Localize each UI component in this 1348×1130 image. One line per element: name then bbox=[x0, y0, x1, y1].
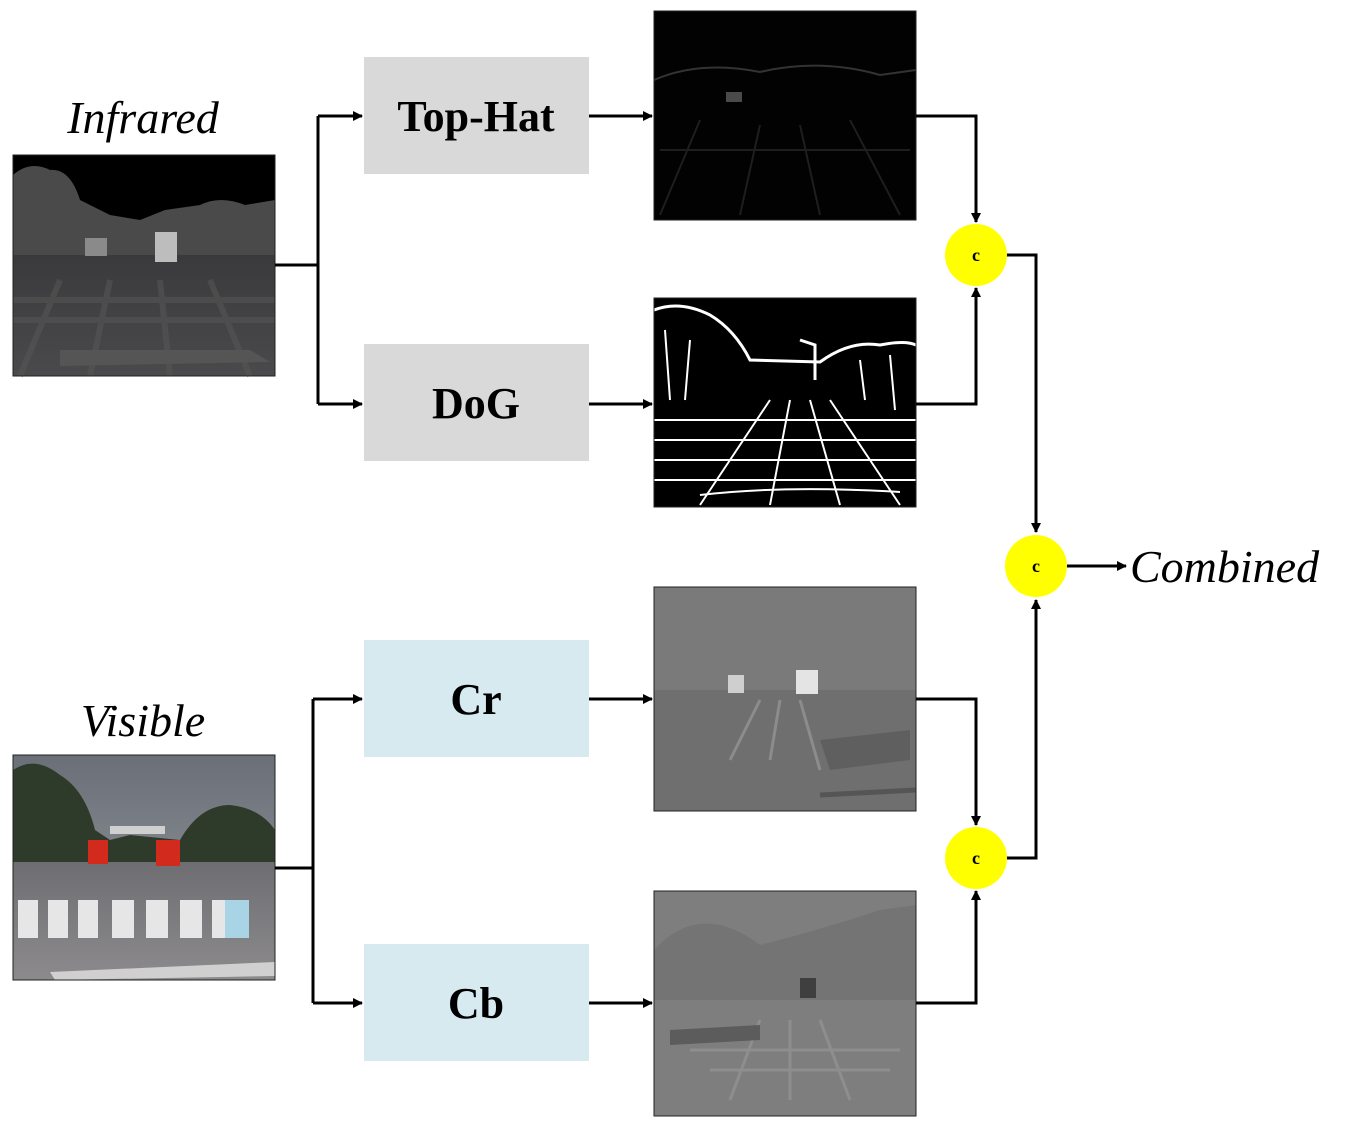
infrared-label: Infrared bbox=[66, 92, 220, 143]
tophat-box: Top-Hat bbox=[364, 57, 589, 174]
tophat-label: Top-Hat bbox=[397, 92, 555, 141]
concat-node-final: c bbox=[1005, 535, 1067, 597]
concat-node-visible: c bbox=[945, 827, 1007, 889]
cb-label: Cb bbox=[448, 979, 504, 1028]
combined-label: Combined bbox=[1130, 541, 1320, 592]
cb-box: Cb bbox=[364, 944, 589, 1061]
concat-symbol: c bbox=[972, 848, 980, 868]
concat-symbol: c bbox=[1032, 556, 1040, 576]
infrared-road-scene-image bbox=[12, 154, 276, 378]
tophat-result-image bbox=[653, 10, 917, 221]
cb-channel-image bbox=[653, 890, 917, 1117]
dog-label: DoG bbox=[432, 379, 520, 428]
concat-node-infrared: c bbox=[945, 224, 1007, 286]
concat-symbol: c bbox=[972, 245, 980, 265]
dog-edge-map-image bbox=[653, 297, 917, 508]
dog-box: DoG bbox=[364, 344, 589, 461]
cr-channel-image bbox=[653, 586, 917, 812]
connector-lines bbox=[275, 111, 1127, 1008]
cr-box: Cr bbox=[364, 640, 589, 757]
visible-road-scene-image bbox=[12, 754, 276, 981]
cr-label: Cr bbox=[450, 675, 501, 724]
visible-label: Visible bbox=[81, 695, 205, 746]
